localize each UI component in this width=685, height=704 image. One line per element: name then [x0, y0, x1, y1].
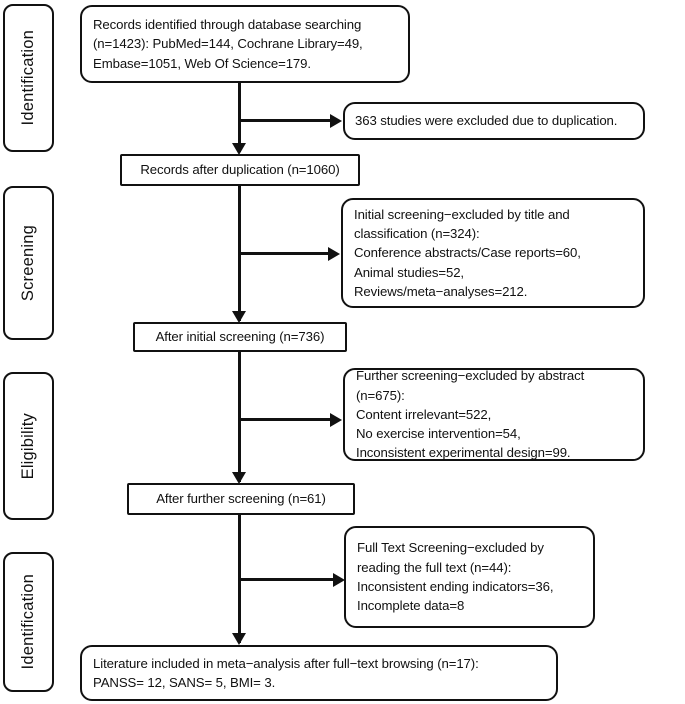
arrow-head-right-excluded-abstract [330, 413, 342, 427]
stage-label-text: Identification [19, 574, 37, 670]
connector-line-initial-to-further [238, 351, 241, 482]
stage-label-screening: Screening [3, 186, 54, 340]
box-literature-included: Literature included in meta−analysis aft… [80, 645, 558, 701]
box-excluded-title-classification-text: Initial screening−excluded by title and … [354, 206, 581, 299]
stage-label-identification-1: Identification [3, 4, 54, 152]
box-records-after-duplication-text: Records after duplication (n=1060) [140, 162, 340, 178]
stage-label-eligibility: Eligibility [3, 372, 54, 520]
box-after-further-screening-text: After further screening (n=61) [156, 491, 326, 507]
box-excluded-abstract: Further screening−excluded by abstract (… [343, 368, 645, 461]
stage-label-identification-2: Identification [3, 552, 54, 692]
box-records-after-duplication: Records after duplication (n=1060) [120, 154, 360, 186]
arrow-head-down-included [232, 633, 246, 645]
arrow-head-down-initial [232, 311, 246, 323]
box-after-further-screening: After further screening (n=61) [127, 483, 355, 515]
arrow-head-right-excluded-duplication [330, 114, 342, 128]
arrow-head-right-excluded-fulltext [333, 573, 345, 587]
arrow-head-right-excluded-title [328, 247, 340, 261]
box-excluded-duplication: 363 studies were excluded due to duplica… [343, 102, 645, 140]
stage-label-text: Screening [19, 224, 37, 302]
box-literature-included-text: Literature included in meta−analysis aft… [93, 655, 479, 690]
box-after-initial-screening: After initial screening (n=736) [133, 322, 347, 352]
box-records-identified-text: Records identified through database sear… [93, 17, 363, 71]
box-excluded-abstract-text: Further screening−excluded by abstract (… [356, 368, 585, 461]
stage-label-text: Eligibility [19, 412, 37, 480]
connector-line-to-excluded-fulltext [238, 578, 339, 581]
box-excluded-duplication-text: 363 studies were excluded due to duplica… [355, 113, 618, 129]
connector-line-to-excluded-title [238, 252, 334, 255]
arrow-head-down-further [232, 472, 246, 484]
box-excluded-title-classification: Initial screening−excluded by title and … [341, 198, 645, 308]
connector-line-identified-to-dedup [238, 82, 241, 152]
stage-label-text: Identification [19, 30, 37, 126]
box-records-identified: Records identified through database sear… [80, 5, 410, 83]
box-after-initial-screening-text: After initial screening (n=736) [155, 329, 325, 345]
box-excluded-full-text-text: Full Text Screening−excluded by reading … [357, 540, 554, 614]
connector-line-to-excluded-duplication [238, 119, 336, 122]
arrow-head-down-dedup [232, 143, 246, 155]
box-excluded-full-text: Full Text Screening−excluded by reading … [344, 526, 595, 628]
connector-line-to-excluded-abstract [238, 418, 336, 421]
